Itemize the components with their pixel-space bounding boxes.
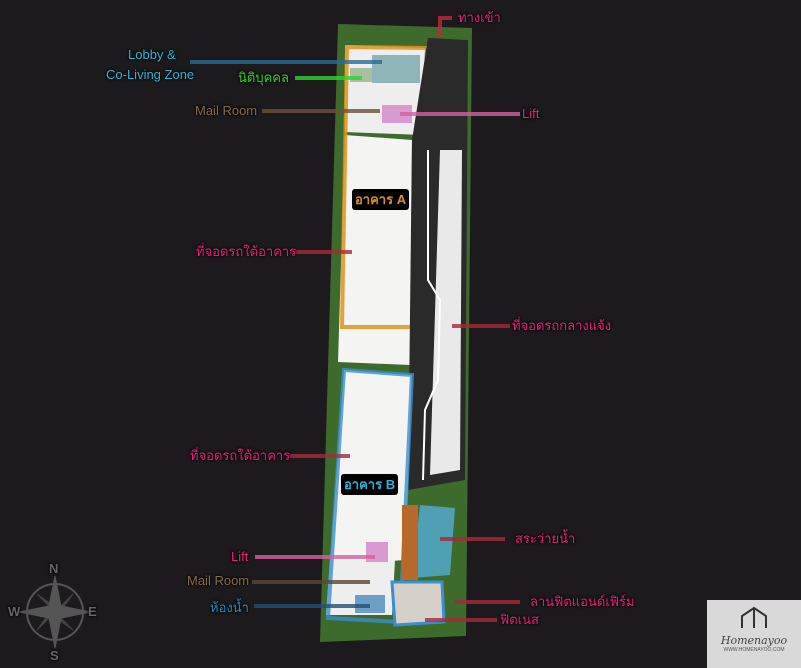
label-lift-a: Lift <box>522 106 540 121</box>
compass-e: E <box>88 604 97 619</box>
label-restroom: ห้องน้ำ <box>210 600 249 615</box>
road-marking <box>422 150 442 481</box>
compass-n: N <box>49 561 59 576</box>
building-b-parking <box>330 370 412 565</box>
label-pool: สระว่ายน้ำ <box>515 531 576 546</box>
label-lobby: Lobby & <box>128 47 176 62</box>
label-mail-room-b: Mail Room <box>187 573 250 588</box>
lift-a-area <box>382 105 412 123</box>
label-fitness: ฟิตเนส <box>500 612 539 627</box>
label-fit-firm: ลานฟิตแอนด์เฟิร์ม <box>530 594 635 609</box>
logo-name: Homenayoo <box>720 634 788 647</box>
label-mail-room-a: Mail Room <box>195 103 258 118</box>
compass-w: W <box>8 604 21 619</box>
label-parking-outdoor: ที่จอดรถกลางแจ้ง <box>512 318 612 333</box>
label-lift-b: Lift <box>231 549 249 564</box>
label-juristic: นิติบุคคล <box>238 70 289 85</box>
lobby-area <box>372 55 420 83</box>
label-building-b: อาคาร B <box>341 474 399 495</box>
label-parking-under-a: ที่จอดรถใต้อาคาร <box>196 244 297 259</box>
pool-deck <box>402 505 418 580</box>
pool <box>412 505 455 578</box>
homenayoo-logo: Homenayoo WWW.HOMENAYOO.COM <box>707 600 801 668</box>
compass-icon <box>18 575 92 649</box>
label-co-living: Co-Living Zone <box>106 67 195 82</box>
callout-arrows <box>190 16 520 622</box>
label-parking-under-b: ที่จอดรถใต้อาคาร <box>190 448 291 463</box>
label-building-a: อาคาร A <box>352 189 410 210</box>
label-entrance: ทางเข้า <box>458 10 501 25</box>
outdoor-parking <box>430 150 462 475</box>
house-icon <box>741 606 767 628</box>
logo-url: WWW.HOMENAYOO.COM <box>723 647 785 653</box>
compass-s: S <box>50 648 59 663</box>
